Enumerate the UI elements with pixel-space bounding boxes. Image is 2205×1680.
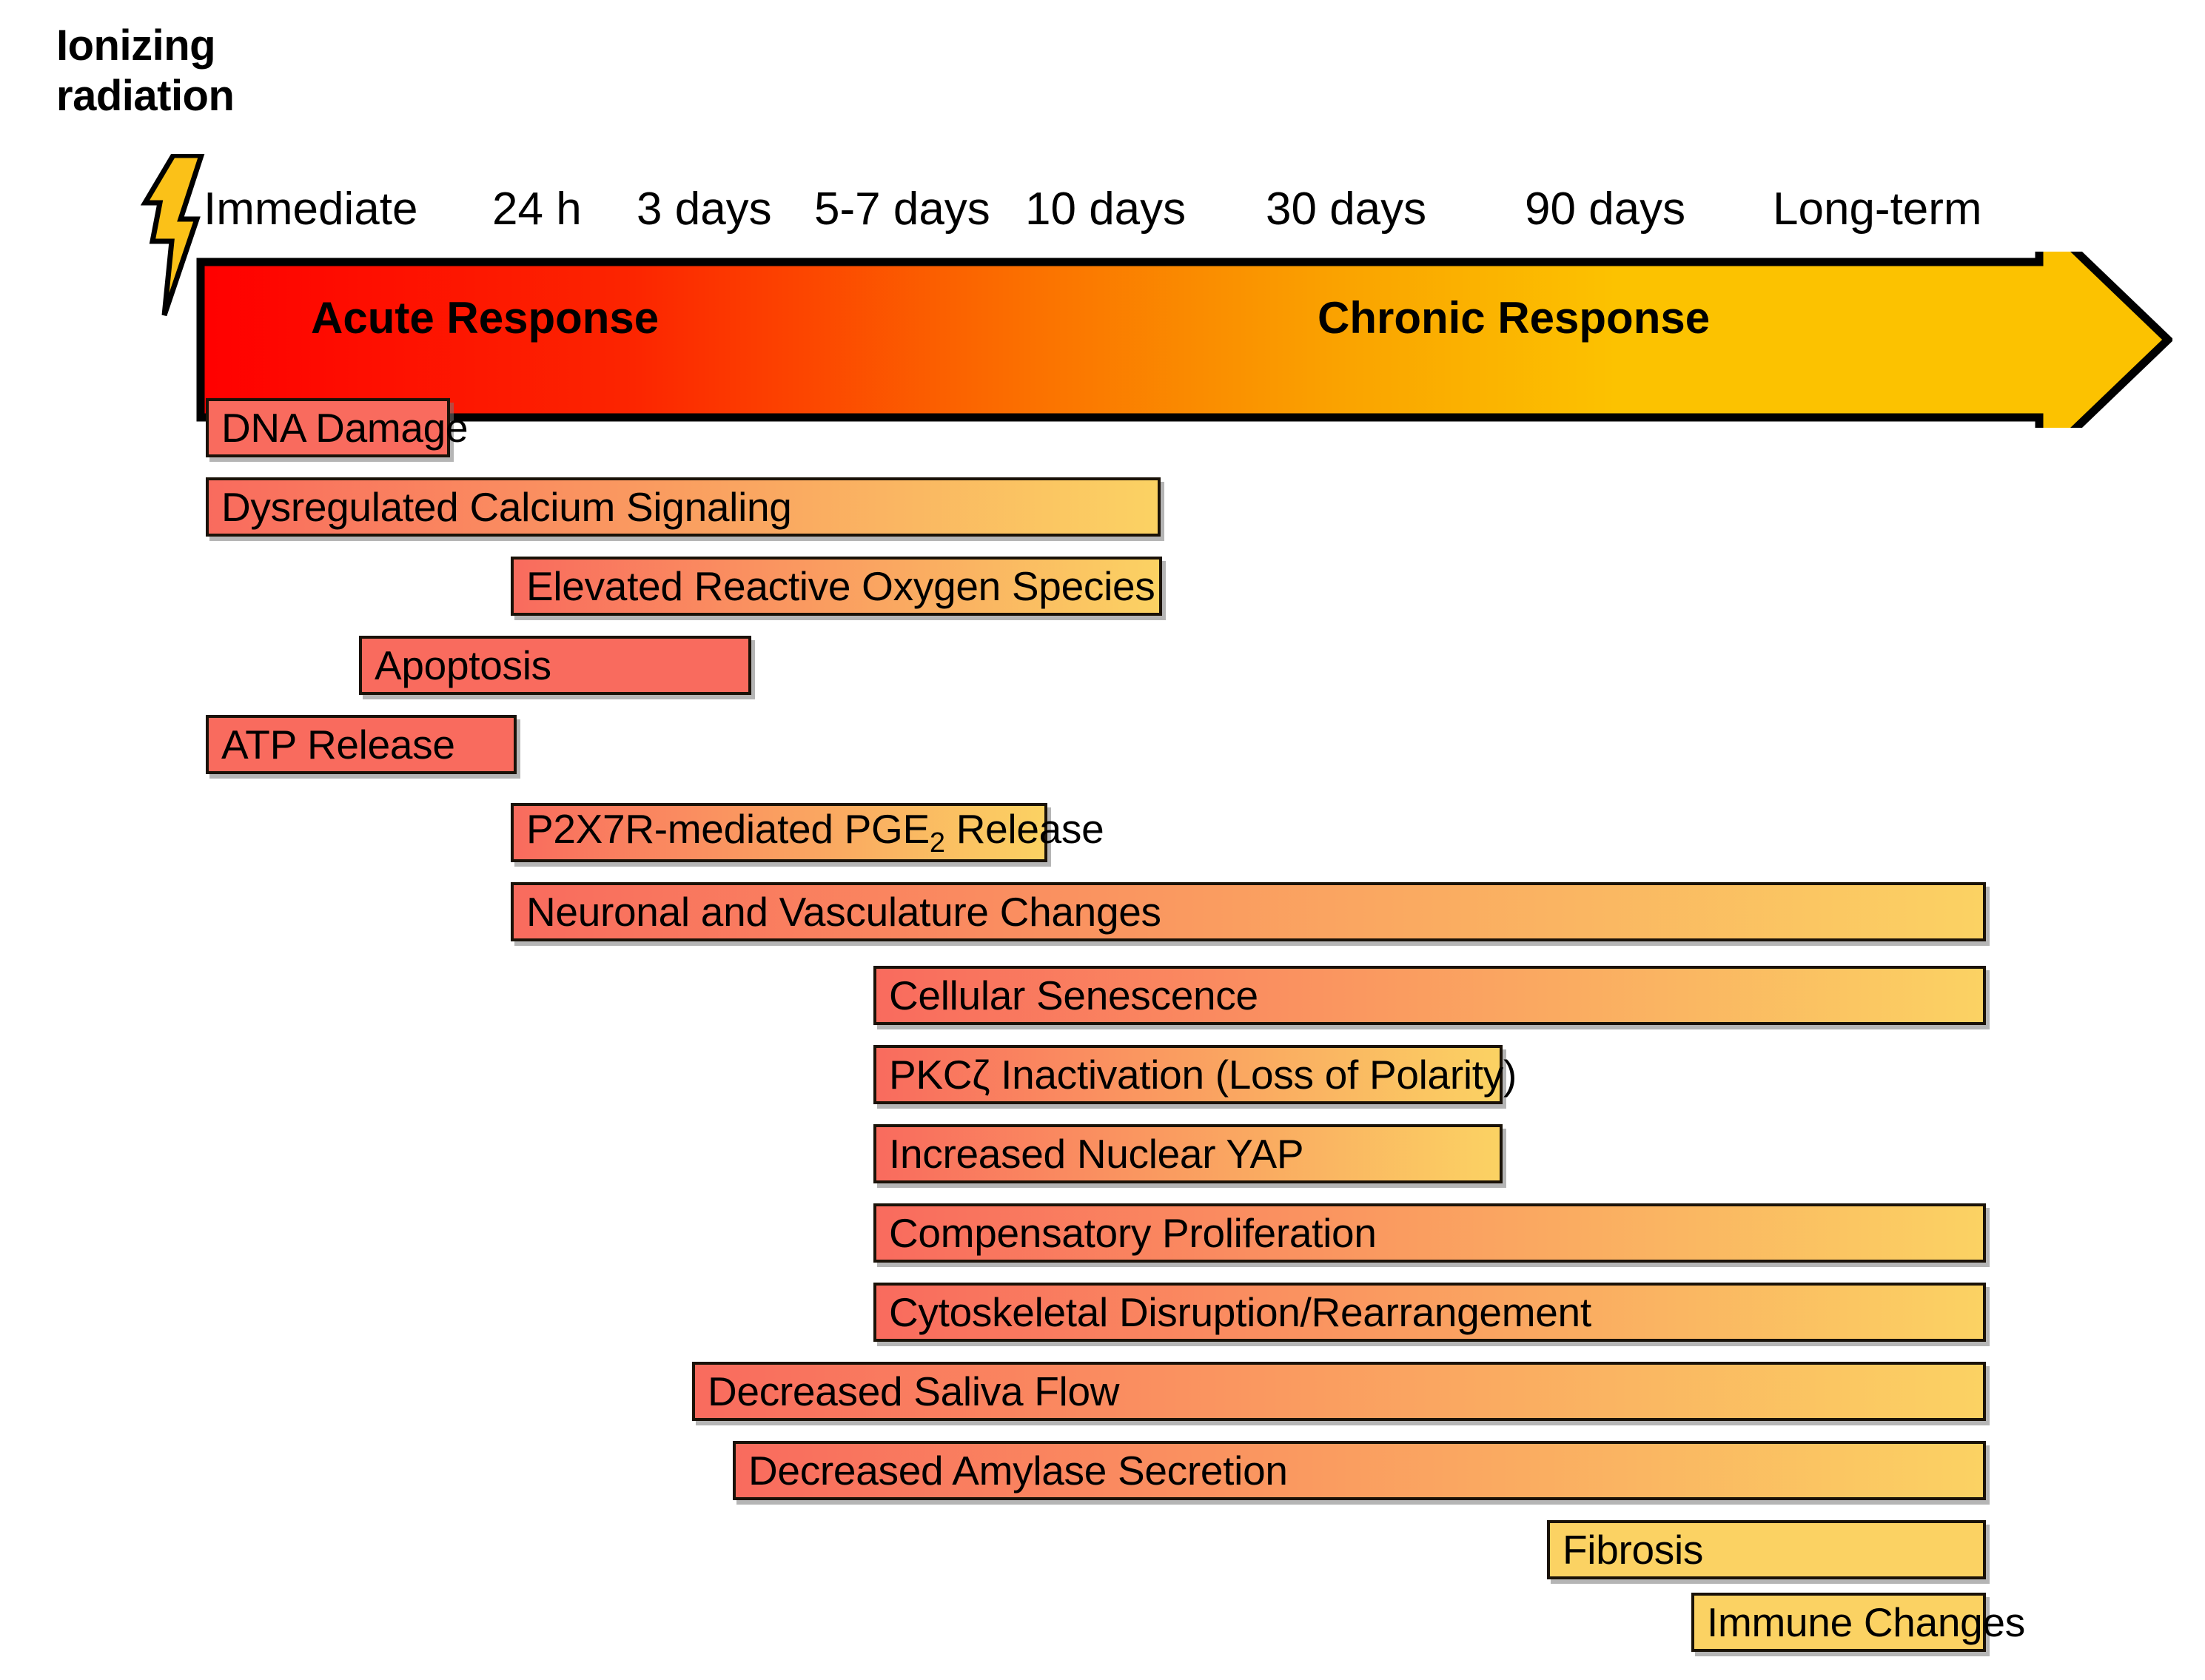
event-bar-label: Increased Nuclear YAP xyxy=(889,1130,1304,1177)
event-bar-label: P2X7R-mediated PGE2 Release xyxy=(526,805,1104,859)
timeline-tick-7: Long-term xyxy=(1773,184,1982,235)
event-bar: PKCζ Inactivation (Loss of Polarity) xyxy=(873,1045,1517,1104)
event-bar-label: Elevated Reactive Oxygen Species xyxy=(526,562,1155,609)
event-bar: Decreased Saliva Flow xyxy=(692,1362,1986,1421)
event-bar: Neuronal and Vasculature Changes xyxy=(511,882,1986,941)
timeline-tick-2: 3 days xyxy=(637,184,772,235)
event-bar: DNA Damage xyxy=(206,398,469,457)
event-bar-label: Decreased Amylase Secretion xyxy=(748,1447,1288,1493)
phase-label-chronic: Chronic Response xyxy=(1318,293,1711,343)
timeline-tick-6: 90 days xyxy=(1525,184,1686,235)
timeline-tick-4: 10 days xyxy=(1025,184,1187,235)
event-bar: P2X7R-mediated PGE2 Release xyxy=(511,803,1104,862)
event-bar: Decreased Amylase Secretion xyxy=(733,1441,1986,1500)
event-bar: Apoptosis xyxy=(359,636,751,695)
timeline-tick-5: 30 days xyxy=(1266,184,1427,235)
event-bar-label: Neuronal and Vasculature Changes xyxy=(526,888,1161,935)
event-bar-label: Apoptosis xyxy=(375,642,551,688)
event-bar: Elevated Reactive Oxygen Species xyxy=(511,557,1162,616)
event-bar-label: Compensatory Proliferation xyxy=(889,1209,1377,1256)
event-bar-label: Cytoskeletal Disruption/Rearrangement xyxy=(889,1288,1591,1335)
event-bar-label: Decreased Saliva Flow xyxy=(708,1368,1120,1414)
phase-label-acute: Acute Response xyxy=(311,293,660,343)
event-bar: Dysregulated Calcium Signaling xyxy=(206,477,1161,537)
lightning-bolt-icon xyxy=(140,154,205,317)
event-bar-label: ATP Release xyxy=(221,721,455,767)
event-bar-label: Cellular Senescence xyxy=(889,972,1258,1018)
event-bar-label: Dysregulated Calcium Signaling xyxy=(221,483,792,530)
event-bar-label: DNA Damage xyxy=(221,404,469,451)
event-bar: Cellular Senescence xyxy=(873,966,1986,1025)
event-bar-label: PKCζ Inactivation (Loss of Polarity) xyxy=(889,1051,1517,1098)
event-bar: Cytoskeletal Disruption/Rearrangement xyxy=(873,1283,1986,1342)
event-bar: ATP Release xyxy=(206,715,517,774)
event-bar-label: Fibrosis xyxy=(1563,1526,1704,1573)
timeline-tick-0: Immediate xyxy=(204,184,418,235)
event-bar-label: Immune Changes xyxy=(1707,1599,2025,1645)
ionizing-radiation-label: Ionizing radiation xyxy=(56,21,235,121)
timeline-tick-3: 5-7 days xyxy=(814,184,990,235)
event-bar: Compensatory Proliferation xyxy=(873,1203,1986,1263)
event-bar: Fibrosis xyxy=(1547,1520,1986,1579)
event-bar: Immune Changes xyxy=(1691,1593,2025,1652)
event-bar: Increased Nuclear YAP xyxy=(873,1124,1503,1183)
timeline-tick-1: 24 h xyxy=(492,184,582,235)
timeline-arrow xyxy=(196,252,2172,428)
